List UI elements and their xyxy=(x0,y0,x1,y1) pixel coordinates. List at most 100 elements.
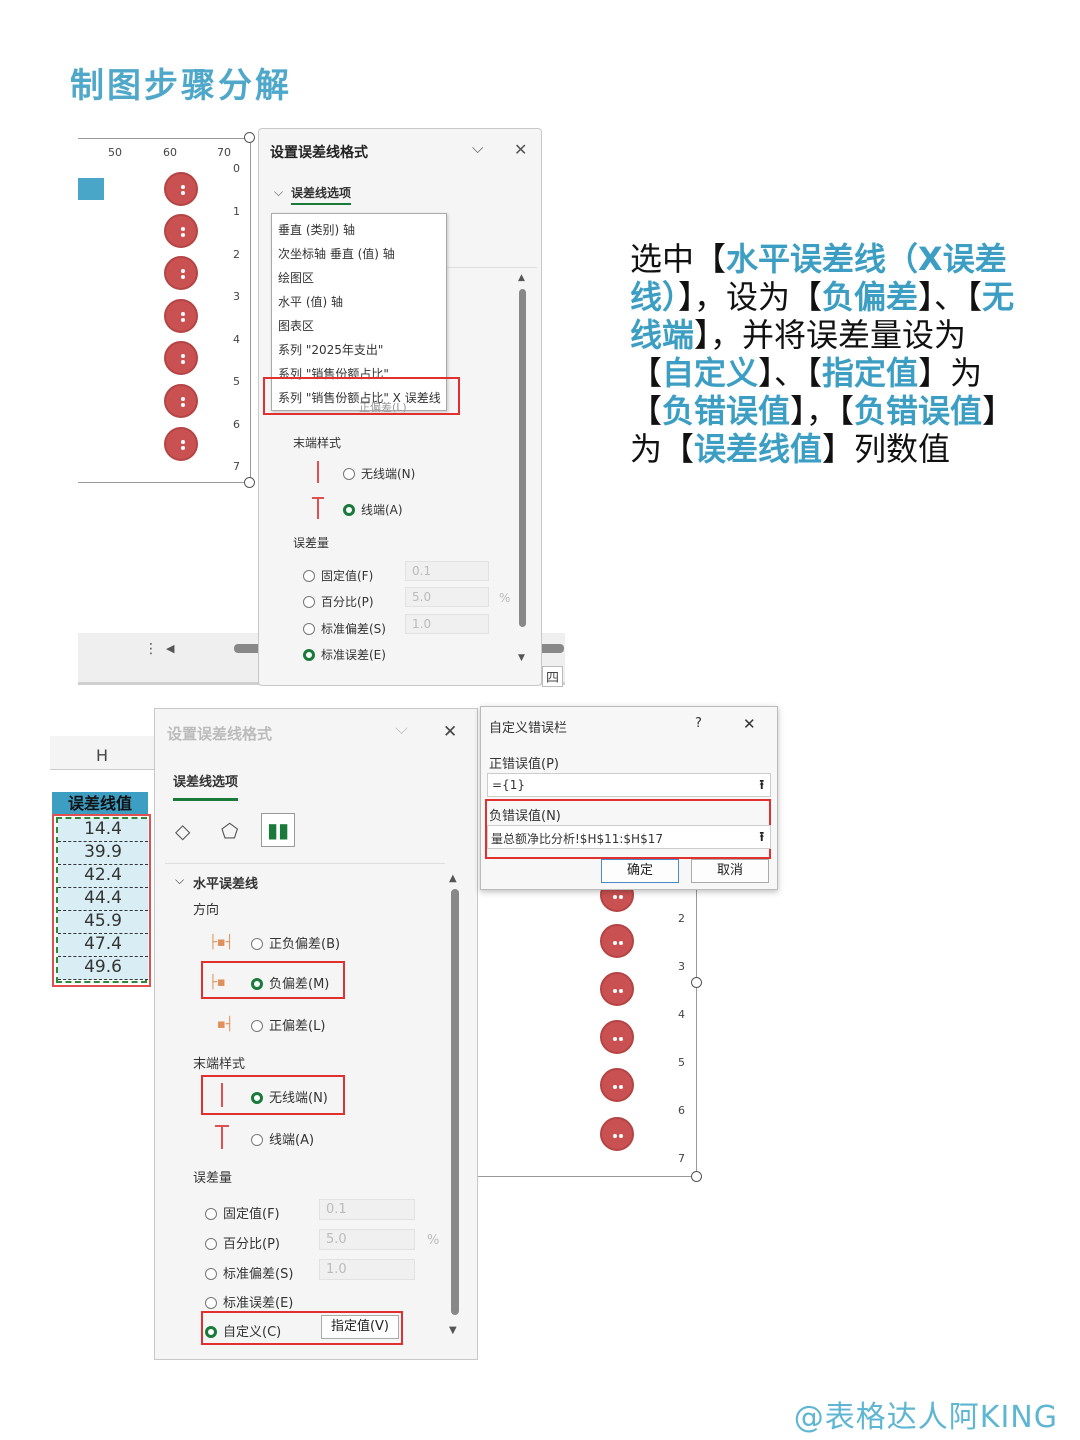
value-cell[interactable]: 49.6 xyxy=(58,957,148,980)
percent-option[interactable]: 百分比(P) xyxy=(205,1233,280,1252)
radio-selected[interactable] xyxy=(205,1325,217,1338)
bar-options-icon[interactable]: ▮▮ xyxy=(261,813,295,847)
stdev-value-field[interactable]: 1.0 xyxy=(319,1259,415,1280)
resize-handle[interactable] xyxy=(691,1171,702,1182)
data-point[interactable] xyxy=(164,427,198,461)
no-cap-option[interactable]: 无线端(N) xyxy=(343,463,415,482)
column-header[interactable]: H xyxy=(96,746,109,765)
radio[interactable] xyxy=(343,467,355,480)
percent-option[interactable]: 百分比(P) xyxy=(303,591,374,610)
cap-option[interactable]: 线端(A) xyxy=(251,1129,314,1148)
column-title-cell[interactable]: 误差线值 xyxy=(52,792,148,816)
radio[interactable] xyxy=(251,937,263,950)
radio-selected[interactable] xyxy=(343,503,355,516)
collapse-range-icon[interactable]: ⭱ xyxy=(759,830,764,845)
radio[interactable] xyxy=(251,1133,263,1146)
data-point[interactable] xyxy=(164,341,198,375)
stdev-value-field[interactable]: 1.0 xyxy=(405,614,489,634)
data-point[interactable] xyxy=(164,214,198,248)
stderr-option[interactable]: 标准误差(E) xyxy=(303,644,386,663)
scroll-up-icon[interactable]: ▲ xyxy=(518,273,525,283)
effects-icon[interactable]: ⬠ xyxy=(221,819,239,843)
collapse-icon[interactable]: ⌵ xyxy=(395,719,408,739)
cap-option[interactable]: 线端(A) xyxy=(343,499,403,518)
data-point[interactable] xyxy=(600,1068,634,1102)
v-scroll-thumb[interactable] xyxy=(451,889,459,1315)
radio[interactable] xyxy=(205,1296,217,1309)
plus-option[interactable]: 正偏差(L) xyxy=(251,1015,325,1034)
positive-input[interactable]: ={1} ⭱ xyxy=(487,773,771,797)
radio[interactable] xyxy=(205,1207,217,1220)
collapse-icon[interactable]: ⌵ xyxy=(472,139,484,157)
radio[interactable] xyxy=(205,1267,217,1280)
dropdown-item[interactable]: 绘图区 xyxy=(278,271,315,285)
dropdown-item[interactable]: 图表区 xyxy=(278,319,315,333)
radio[interactable] xyxy=(251,1019,263,1032)
dropdown-item[interactable]: 系列 "2025年支出" xyxy=(278,343,384,357)
value-cell[interactable]: 44.4 xyxy=(58,888,148,911)
stdev-option[interactable]: 标准偏差(S) xyxy=(205,1263,293,1282)
data-point[interactable] xyxy=(600,1117,634,1151)
close-icon[interactable]: ✕ xyxy=(443,722,458,742)
value-cell[interactable]: 14.4 xyxy=(58,819,148,842)
data-point[interactable] xyxy=(600,972,634,1006)
value-cell[interactable]: 39.9 xyxy=(58,842,148,865)
data-point[interactable] xyxy=(600,924,634,958)
scroll-down-icon[interactable]: ▼ xyxy=(449,1325,457,1336)
radio[interactable] xyxy=(303,595,315,608)
percent-value-field[interactable]: 5.0 xyxy=(405,587,489,607)
data-point[interactable] xyxy=(164,384,198,418)
data-point[interactable] xyxy=(164,256,198,290)
radio-selected[interactable] xyxy=(251,977,263,990)
percent-value-field[interactable]: 5.0 xyxy=(319,1229,415,1250)
dropdown-item[interactable]: 水平 (值) 轴 xyxy=(278,295,343,309)
radio[interactable] xyxy=(303,569,315,582)
negative-input[interactable]: 量总额净比分析!$H$11:$H$17 ⭱ xyxy=(487,825,771,849)
dropdown-item[interactable]: 次坐标轴 垂直 (值) 轴 xyxy=(278,247,395,261)
radio-selected[interactable] xyxy=(251,1091,263,1104)
value-cell[interactable]: 45.9 xyxy=(58,911,148,934)
scroll-up-icon[interactable]: ▲ xyxy=(449,873,457,884)
dropdown-item-selected[interactable]: 系列 "销售份额占比" X 误差线 xyxy=(278,391,441,405)
section-label[interactable]: 误差线选项 xyxy=(173,771,239,801)
help-button[interactable]: ? xyxy=(695,716,702,731)
data-point[interactable] xyxy=(164,172,198,206)
both-option[interactable]: 正负偏差(B) xyxy=(251,933,340,952)
fill-line-icon[interactable]: ◇ xyxy=(175,819,191,843)
radio[interactable] xyxy=(303,622,315,635)
fixed-value-field[interactable]: 0.1 xyxy=(319,1199,415,1220)
cancel-button[interactable]: 取消 xyxy=(691,859,769,883)
data-point[interactable] xyxy=(600,1020,634,1054)
group-label[interactable]: 水平误差线 xyxy=(193,877,259,892)
ok-button[interactable]: 确定 xyxy=(601,859,679,883)
close-icon[interactable]: ✕ xyxy=(743,715,756,733)
fixed-option[interactable]: 固定值(F) xyxy=(205,1203,280,1222)
radio-selected[interactable] xyxy=(303,648,315,661)
scroll-down-icon[interactable]: ▼ xyxy=(518,653,525,663)
group-chevron-icon[interactable]: ⌵ xyxy=(175,873,185,887)
value-cell[interactable]: 42.4 xyxy=(58,865,148,888)
v-scroll-thumb[interactable] xyxy=(519,289,526,627)
section-chevron-icon[interactable]: ⌵ xyxy=(274,185,284,199)
fixed-value-field[interactable]: 0.1 xyxy=(405,561,489,581)
custom-option[interactable]: 自定义(C) xyxy=(205,1321,281,1340)
value-cell[interactable]: 47.4 xyxy=(58,934,148,957)
section-label[interactable]: 误差线选项 xyxy=(291,184,352,205)
specify-value-button[interactable]: 指定值(V) xyxy=(321,1315,399,1339)
minus-option[interactable]: 负偏差(M) xyxy=(251,973,329,992)
resize-handle[interactable] xyxy=(691,977,702,988)
sheet-tab-icon[interactable]: 四 xyxy=(542,666,564,687)
dropdown-item[interactable]: 垂直 (类别) 轴 xyxy=(278,223,355,237)
radio[interactable] xyxy=(205,1237,217,1250)
collapse-range-icon[interactable]: ⭱ xyxy=(759,778,764,793)
stdev-option[interactable]: 标准偏差(S) xyxy=(303,618,386,637)
scroll-left-icon[interactable]: ◀ xyxy=(166,642,175,655)
fixed-option[interactable]: 固定值(F) xyxy=(303,565,373,584)
data-point[interactable] xyxy=(164,299,198,333)
resize-handle[interactable] xyxy=(244,132,255,143)
close-icon[interactable]: ✕ xyxy=(514,140,528,159)
more-icon[interactable]: ⋮ xyxy=(144,641,158,657)
stderr-option[interactable]: 标准误差(E) xyxy=(205,1292,293,1311)
resize-handle[interactable] xyxy=(244,477,255,488)
no-cap-option[interactable]: 无线端(N) xyxy=(251,1087,328,1106)
